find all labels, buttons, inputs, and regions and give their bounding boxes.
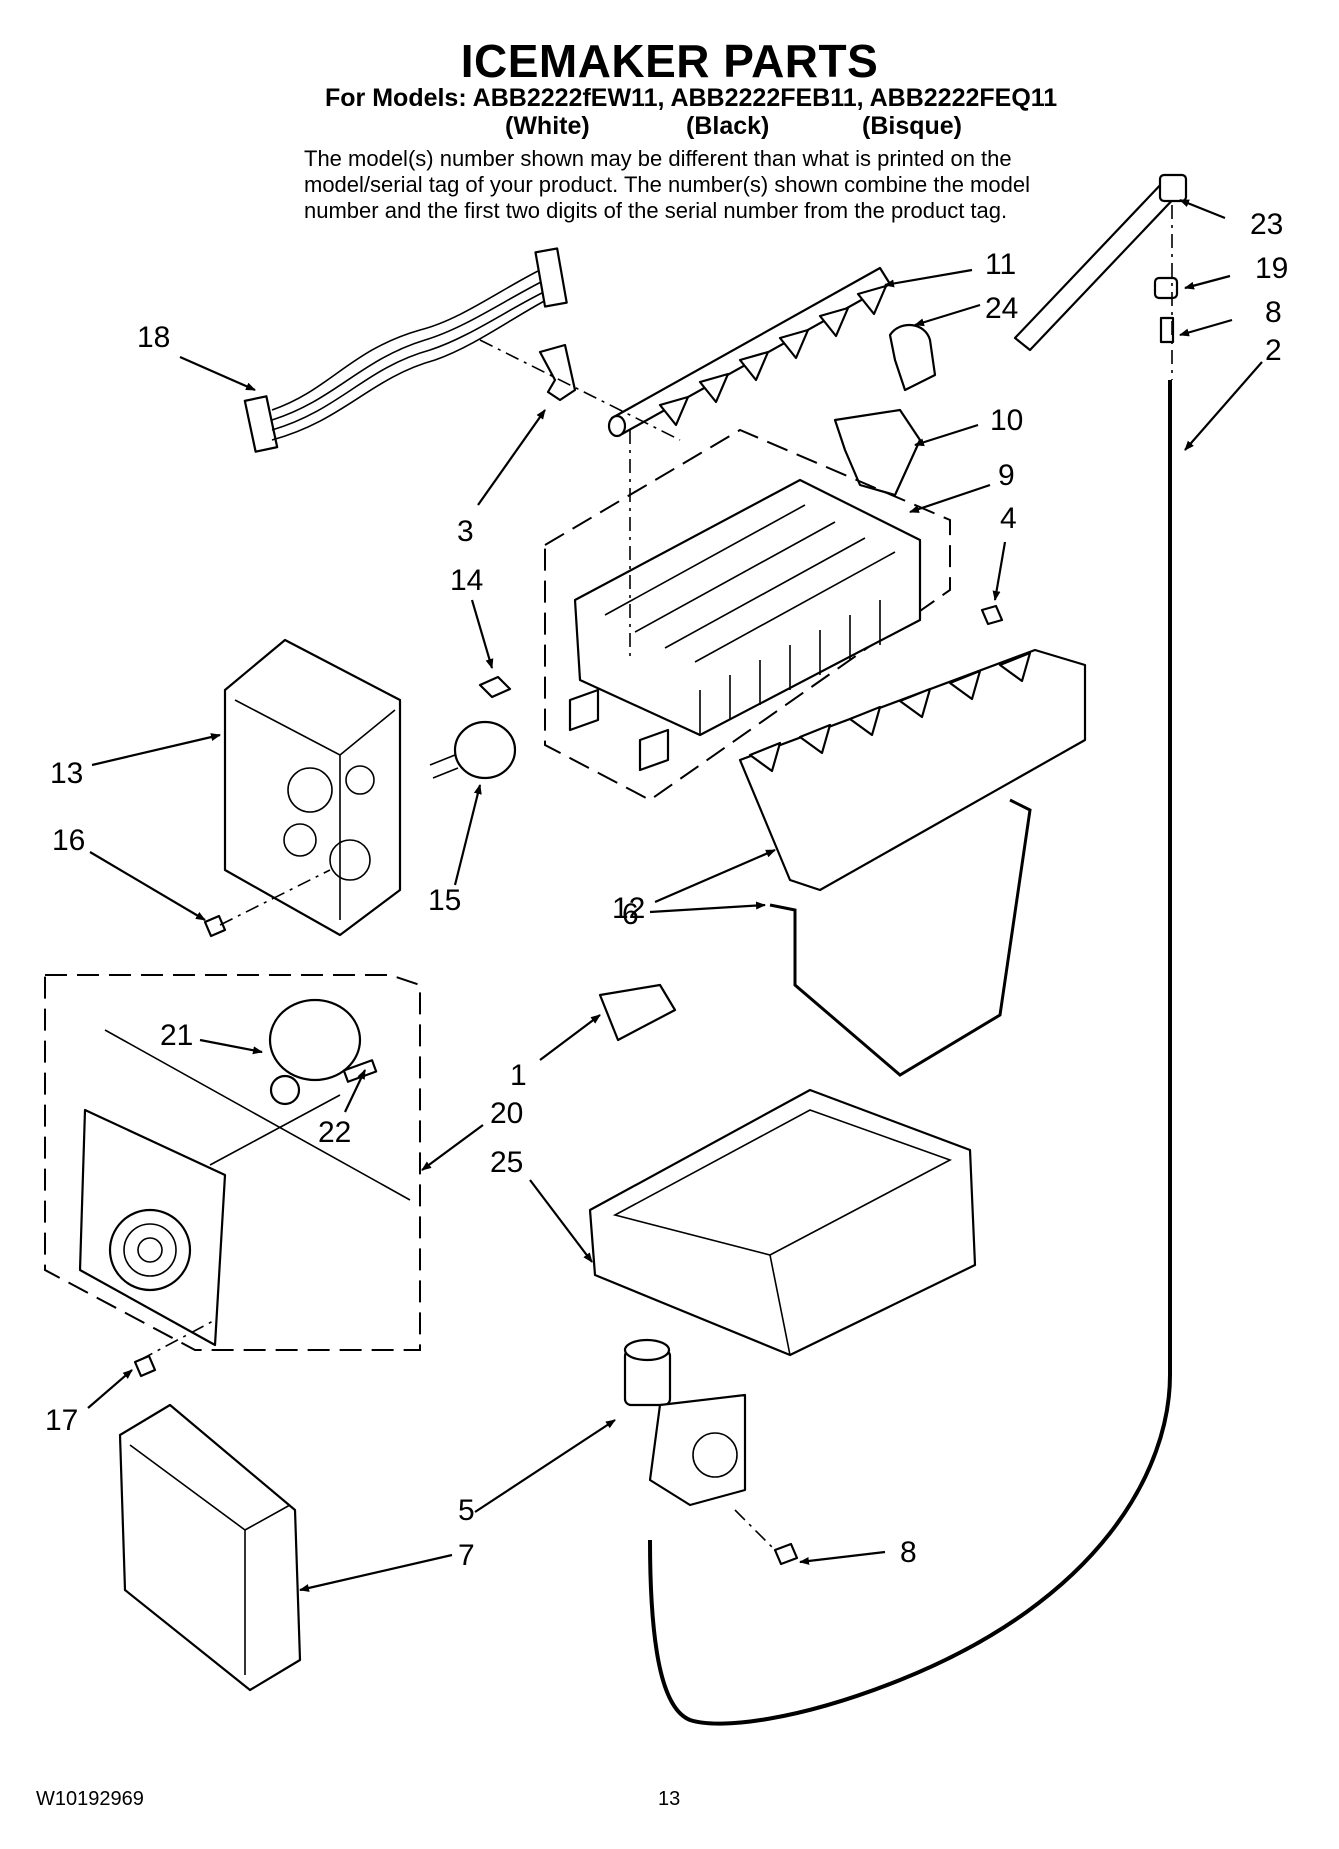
housing-plate-part [78, 1108, 227, 1347]
callout-10: 10 [990, 404, 1023, 437]
disclaimer-line: model/serial tag of your product. The nu… [304, 172, 1030, 197]
callout-21: 21 [160, 1019, 193, 1052]
tube-nut-part [1159, 316, 1175, 344]
callout-23: 23 [1250, 208, 1283, 241]
bracket-part [833, 408, 922, 497]
screw-part [980, 604, 1004, 626]
callout-25: 25 [490, 1146, 523, 1179]
callout-13: 13 [50, 757, 83, 790]
callout-9: 9 [998, 459, 1015, 492]
water-valve-part [623, 1338, 747, 1507]
page-title: ICEMAKER PARTS [460, 35, 879, 87]
page-number: 13 [658, 1788, 681, 1810]
ice-stripper-part [738, 648, 1087, 892]
callout-3: 3 [457, 515, 474, 548]
feeler-arm-part [769, 798, 1032, 1077]
callout-22: 22 [318, 1116, 351, 1149]
callout-5: 5 [458, 1494, 475, 1527]
icemaker-frame-outline [544, 428, 951, 802]
document-number: W10192969 [36, 1788, 144, 1810]
ice-bin-part [588, 1088, 977, 1357]
callout-24: 24 [985, 292, 1018, 325]
callout-19: 19 [1255, 252, 1288, 285]
color-label-bisque: (Bisque) [862, 112, 962, 140]
color-label-black: (Black) [686, 112, 770, 140]
thermostat-part [429, 720, 517, 780]
assembly-guide-line [139, 869, 331, 1361]
callout-8: 8 [1265, 296, 1282, 329]
motor-assembly-outline [44, 974, 421, 1351]
cover-panel-part [118, 1403, 302, 1692]
shutoff-arm-part [888, 324, 937, 392]
color-label-white: (White) [505, 112, 590, 140]
callout-2: 2 [1265, 334, 1282, 367]
clip-part [538, 343, 577, 402]
thermostat-clip-part [478, 675, 512, 699]
callout-11: 11 [985, 248, 1016, 281]
disclaimer-line: The model(s) number shown may be differe… [304, 146, 1012, 171]
screw-part [203, 914, 227, 938]
wire-harness-part [243, 247, 568, 453]
icemaker-module-part [223, 638, 402, 937]
fill-cup-part [1013, 173, 1188, 352]
callout-7: 7 [458, 1539, 475, 1572]
assembly-guide-line [104, 1029, 411, 1201]
callout-20: 20 [490, 1097, 523, 1130]
callout-leaders [87, 198, 1263, 1592]
callout-17: 17 [45, 1404, 78, 1437]
screw-part [133, 1354, 157, 1378]
screw-part [773, 1542, 799, 1566]
callout-16: 16 [52, 824, 85, 857]
callout-12: 12 [612, 892, 645, 925]
callout-18: 18 [137, 321, 170, 354]
callout-4: 4 [1000, 502, 1017, 535]
callout-15: 15 [428, 884, 461, 917]
icemaker-frame-part [568, 478, 922, 772]
motor-part [268, 998, 378, 1106]
disclaimer-line: number and the first two digits of the s… [304, 198, 1008, 223]
model-disclaimer: The model(s) number shown may be differe… [304, 146, 1124, 224]
callout-6: 6 [622, 898, 639, 931]
callout-8: 8 [900, 1536, 917, 1569]
fill-tube-part [648, 380, 1172, 1726]
grommet-part [1153, 276, 1179, 300]
shield-part [598, 983, 677, 1042]
callout-1: 1 [510, 1059, 527, 1092]
callout-14: 14 [450, 564, 483, 597]
ejector-shaft-part [607, 266, 892, 438]
models-line: For Models: ABB2222fEW11, ABB2222FEB11, … [325, 84, 1058, 112]
